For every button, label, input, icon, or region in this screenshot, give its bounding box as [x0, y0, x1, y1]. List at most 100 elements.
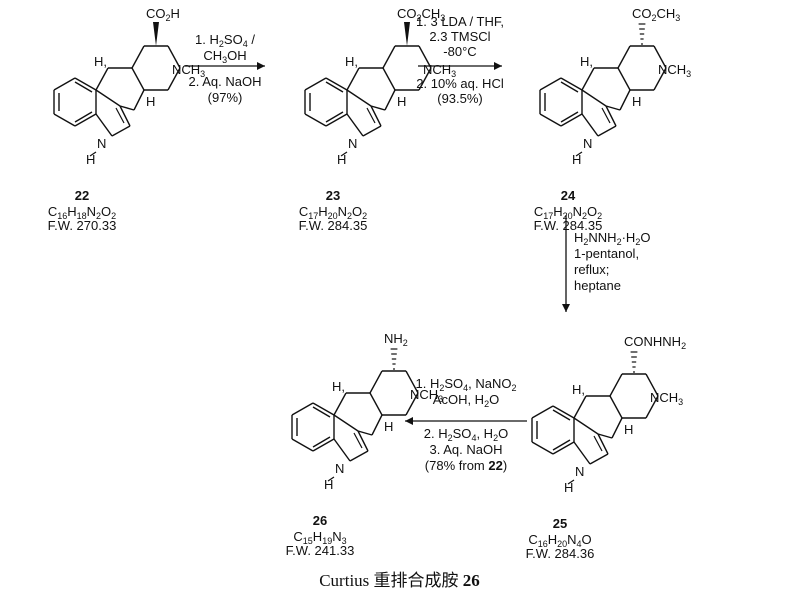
bond-line [362, 125, 382, 137]
wedge-bond [404, 22, 410, 46]
bond-line [333, 438, 351, 462]
bond-line [111, 125, 131, 137]
ring-h-label: H, [572, 382, 585, 397]
bond-line [357, 430, 373, 436]
bond-line [74, 81, 93, 93]
bond-line [573, 417, 599, 435]
compound-number: 26 [313, 513, 327, 528]
step2-line: 2.3 TMSCl [429, 29, 490, 44]
step3-line: reflux; [574, 262, 609, 277]
bond-line [131, 45, 145, 69]
bond-line [74, 111, 93, 123]
step4-line: 3. Aq. NaOH [430, 442, 503, 457]
bond-line [560, 111, 579, 123]
bond-line [369, 392, 383, 416]
step3-line: heptane [574, 278, 621, 293]
substituent-label: CO2CH3 [397, 6, 445, 23]
bond-line [53, 113, 76, 127]
step3-line: 1-pentanol, [574, 246, 639, 261]
bond-line [552, 409, 571, 421]
ring-h-label: H, [94, 54, 107, 69]
bond-line [346, 113, 364, 137]
bond-line [418, 45, 432, 69]
formula-weight: F.W. 284.36 [526, 546, 595, 561]
bond-line [552, 439, 571, 451]
bond-line [357, 430, 369, 452]
step4-line: (78% from 22) [425, 458, 507, 473]
bond-line [340, 151, 348, 157]
indole-n-label: N [97, 136, 106, 151]
bond-line [552, 405, 575, 419]
bond-line [597, 125, 617, 137]
ring-h-label: H, [332, 379, 345, 394]
caption-compound-number: 26 [462, 571, 480, 590]
step1-line: CH3OH [203, 48, 246, 65]
formula-weight: F.W. 241.33 [286, 543, 355, 558]
compound-number: 23 [326, 188, 340, 203]
bond-line [581, 67, 595, 91]
bond-line [312, 436, 331, 448]
bond-line [312, 438, 335, 452]
bond-line [589, 453, 609, 465]
substituent-label: CO2H [146, 6, 180, 23]
bond-line [346, 89, 372, 107]
indole-h-label: H [324, 477, 333, 492]
indole-h-label: H [572, 152, 581, 167]
bond-line [539, 113, 562, 127]
bond-line [95, 67, 109, 91]
bond-line [560, 81, 579, 93]
ring-h-label: H [384, 419, 393, 434]
step1-line: 1. H2SO4 / [195, 32, 255, 49]
wedge-bond [153, 22, 159, 46]
bond-line [619, 89, 631, 111]
compound-number: 24 [561, 188, 576, 203]
bond-line [382, 45, 396, 69]
bond-line [366, 107, 376, 124]
bond-line [89, 151, 97, 157]
bond-line [119, 105, 135, 111]
bond-line [333, 392, 347, 416]
arrow-head [257, 62, 265, 70]
n-methyl-label: NCH3 [410, 387, 443, 404]
bond-line [567, 479, 575, 485]
bond-line [573, 441, 591, 465]
arrows-layer [185, 62, 570, 425]
indole-h-label: H [564, 480, 573, 495]
bond-line [371, 414, 383, 436]
figure-caption: Curtius 重排合成胺 26 [0, 566, 799, 591]
bond-line [418, 67, 432, 91]
ring-h-label: H, [345, 54, 358, 69]
bond-line [133, 89, 145, 111]
bond-line [605, 105, 621, 111]
bond-line [405, 392, 419, 416]
indole-n-label: N [348, 136, 357, 151]
ring-h-label: H [397, 94, 406, 109]
bond-line [327, 476, 335, 482]
step2-line: 2. 10% aq. HCl [416, 76, 504, 91]
bond-line [74, 113, 97, 127]
bond-line [609, 373, 623, 397]
bond-line [115, 107, 125, 124]
bond-line [291, 402, 314, 416]
bond-line [653, 45, 667, 69]
substituent-label: CO2CH3 [632, 6, 680, 23]
formula-weight: F.W. 284.35 [534, 218, 603, 233]
compound-number: 22 [75, 188, 89, 203]
bond-line [593, 435, 603, 452]
bond-line [560, 113, 583, 127]
bond-line [333, 414, 359, 432]
bond-line [325, 77, 348, 91]
bond-line [95, 89, 121, 107]
bond-line [575, 151, 583, 157]
molecular-formula: C15H19N3 [293, 529, 346, 546]
step1-line: 2. Aq. NaOH [189, 74, 262, 89]
bond-line [304, 77, 327, 91]
bond-line [131, 67, 145, 91]
bond-line [325, 81, 344, 93]
bond-line [597, 433, 609, 455]
molecular-formula: C16H18N2O2 [48, 204, 116, 221]
ring-h-label: H, [580, 54, 593, 69]
bond-line [573, 395, 587, 419]
molecular-formula: C16H20N4O [528, 532, 591, 549]
